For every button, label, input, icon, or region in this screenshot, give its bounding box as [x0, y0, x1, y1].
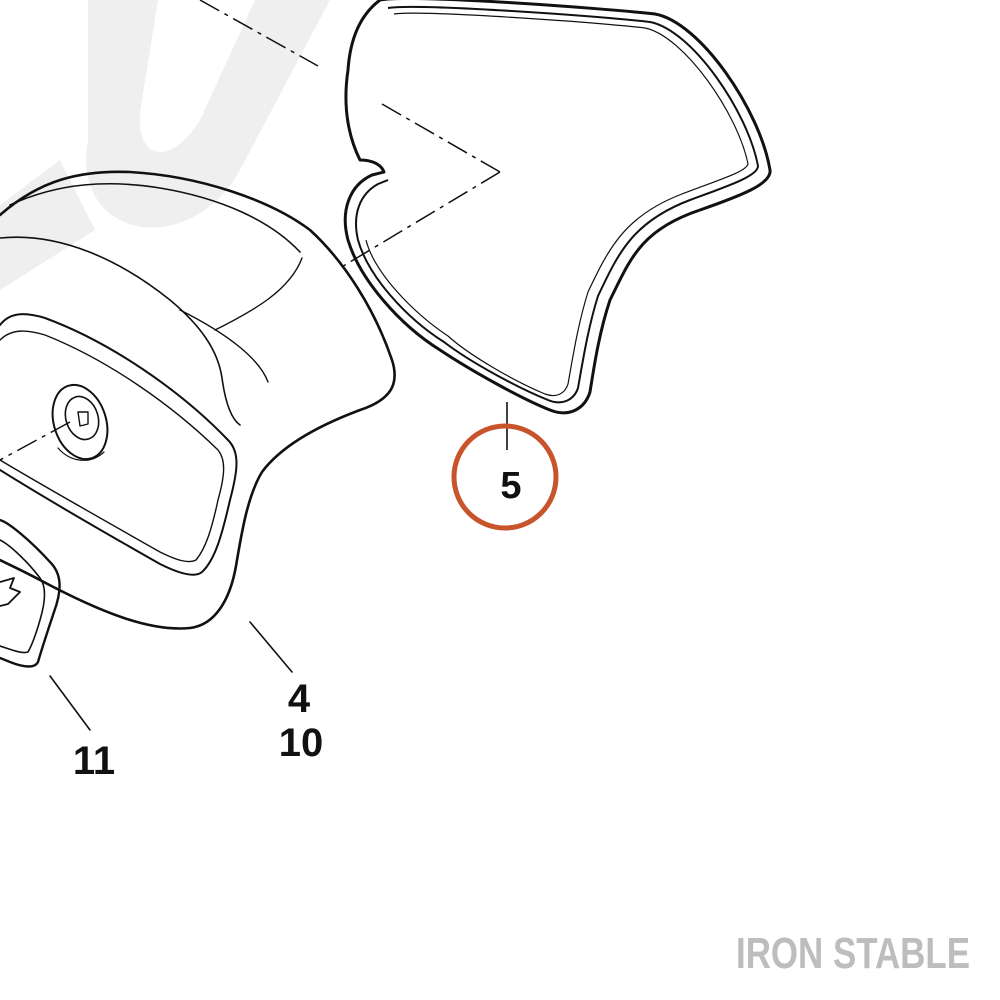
emblem-part — [0, 518, 91, 731]
assembly-centerlines — [0, 0, 501, 461]
lid-cover-part — [0, 170, 396, 673]
seal-gasket-part — [343, 0, 772, 415]
callout-emblem-number: 11 — [73, 739, 115, 783]
brand-watermark: IRON STABLE — [736, 929, 970, 978]
seal-callout-highlight — [451, 423, 559, 531]
background-watermark-shapes — [0, 0, 330, 290]
callout-lid-number-1: 4 — [288, 677, 311, 721]
callout-lid-number-2: 10 — [279, 721, 324, 765]
callout-seal-number: 5 — [500, 465, 521, 507]
